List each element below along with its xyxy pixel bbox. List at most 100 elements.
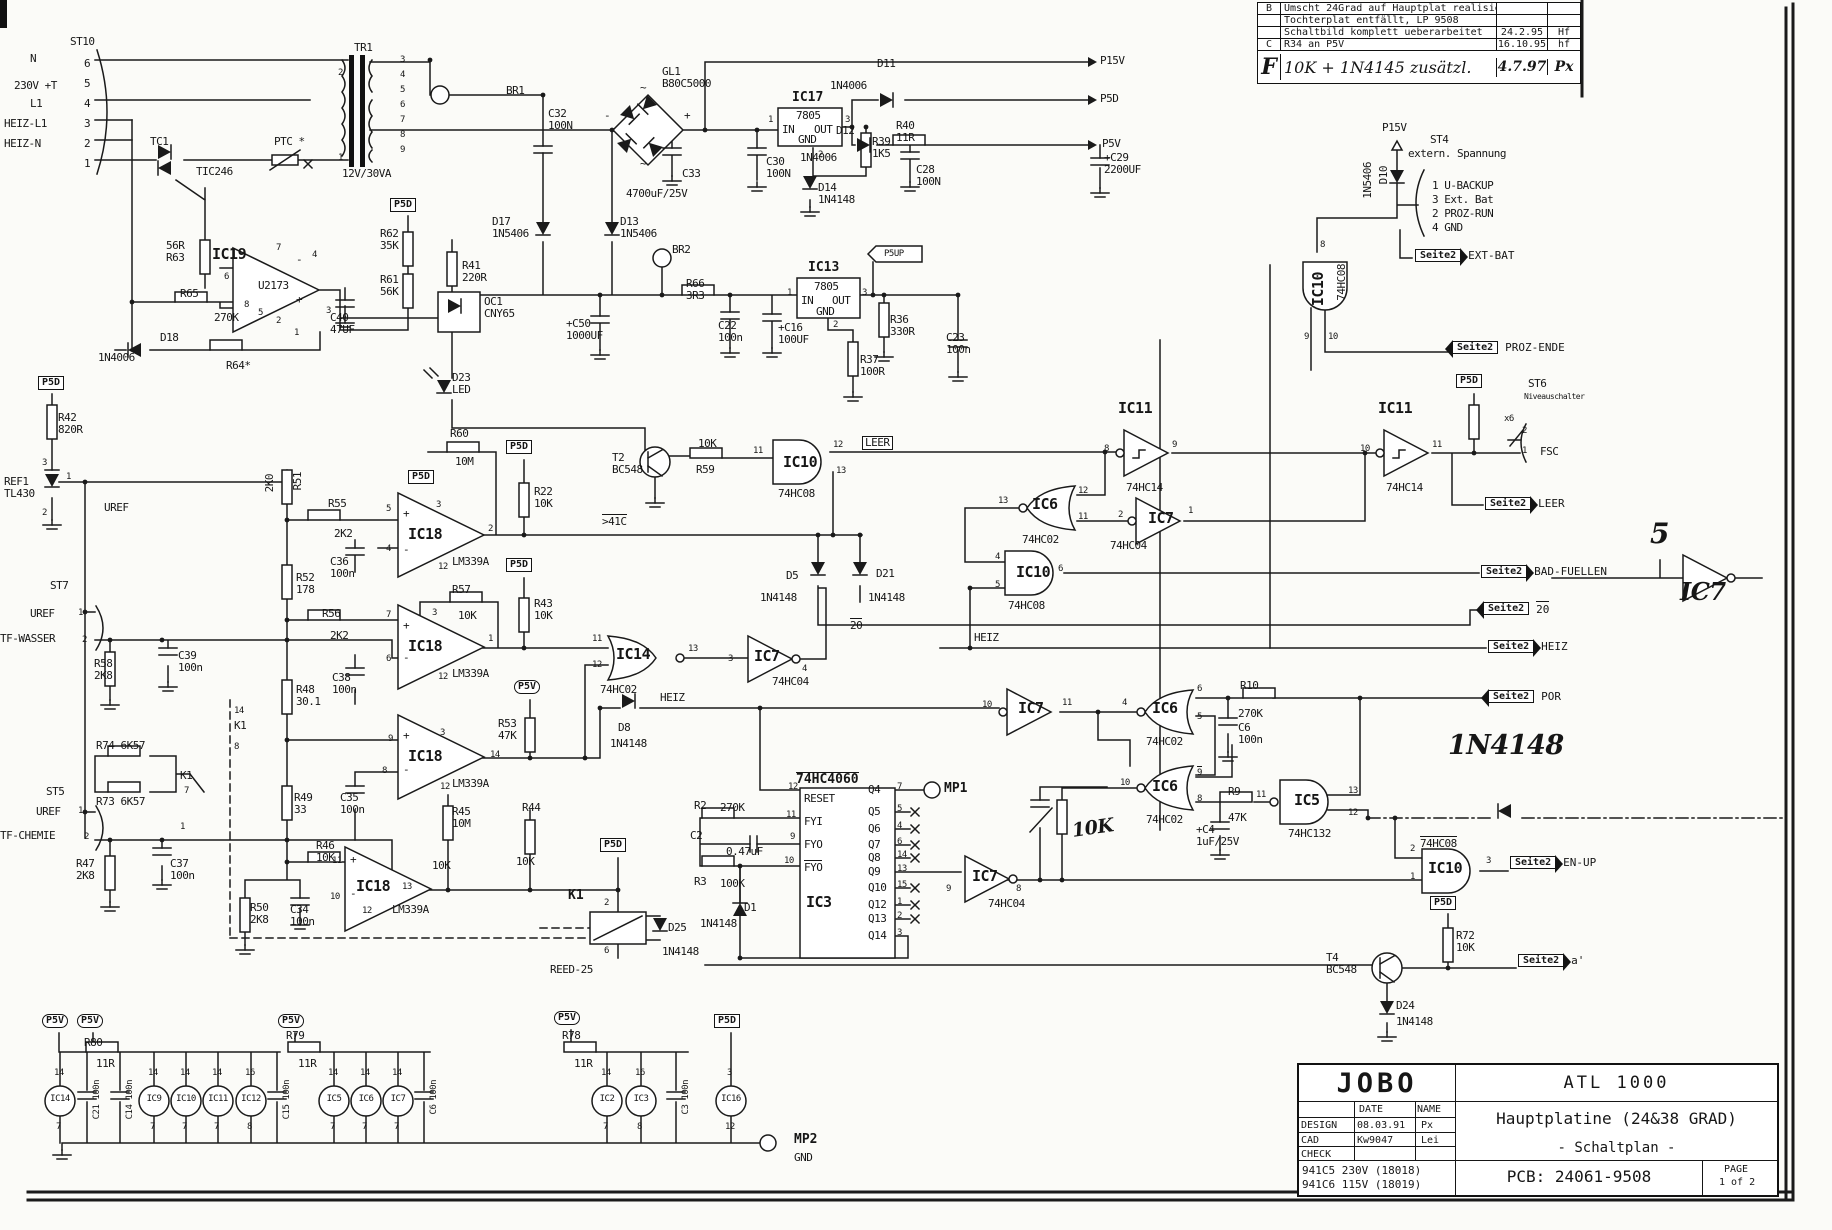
d10-label: D10	[1377, 166, 1390, 185]
tc1-label: TC1	[150, 135, 169, 148]
p5v-flag: P5V	[554, 1011, 581, 1025]
r43-label: R43 10K	[534, 597, 553, 622]
power-arrows	[866, 57, 1097, 263]
ic6b-pin4-label: 4	[1122, 698, 1127, 708]
ic18c-label: IC18	[408, 747, 443, 765]
seite2-signal: POR	[1541, 690, 1561, 703]
c6b-label: C6 100n	[1238, 721, 1263, 746]
rev-desc: 10K + 1N4145 zusätzl.	[1281, 57, 1497, 77]
ic18c-pin9-label: 9	[388, 734, 393, 744]
r61-label: R61 56K	[380, 273, 399, 298]
p5d-flag: P5D	[38, 376, 65, 390]
seite2-leer-flag: Seite2 LEER	[1485, 496, 1565, 515]
bottom-ic-name: IC7	[390, 1094, 406, 1104]
junction-dots	[82, 57, 1477, 971]
q7-label: Q7	[868, 838, 881, 851]
ic10b-pin5-label: 5	[995, 580, 1000, 590]
p15v-right-label: P15V	[1382, 121, 1407, 134]
r49-label: R49 33	[294, 791, 313, 816]
bottom-ic-pin-top: 14	[180, 1068, 190, 1078]
ic5-pin11-label: 11	[1256, 790, 1266, 800]
p5up-flag-label: P5UP	[884, 249, 904, 259]
r47-label: R47 2K8	[76, 857, 95, 882]
divider	[1702, 1160, 1703, 1195]
rev-name: hf	[1557, 39, 1571, 50]
ic10c-pin2-label: 2	[1410, 844, 1415, 854]
hc4060-fyo2-label: FYO	[804, 860, 823, 874]
ic10a-pin12-label: 12	[833, 440, 843, 450]
r55-value-label: 2K2	[334, 527, 353, 540]
ic5-part-label: 74HC132	[1288, 827, 1331, 840]
ic13-gnd-label: GND	[816, 305, 835, 318]
x6-label: x6	[1504, 414, 1514, 424]
st5-label: ST5	[46, 785, 65, 798]
k1-pin6-label: 6	[604, 946, 609, 956]
d14-label: D14 1N4148	[818, 181, 855, 206]
p5d-arrow-label: P5D	[1100, 92, 1119, 105]
ic3-label: IC3	[806, 893, 832, 911]
q12-pin-label: 1	[897, 897, 902, 907]
r59-label: R59	[696, 463, 715, 476]
c6-label: C6 100n	[429, 1080, 439, 1115]
handwritten-ic7-label: IC7	[1680, 577, 1726, 606]
st4-label: ST4	[1430, 133, 1449, 146]
rev-date: 24.2.95	[1497, 27, 1548, 38]
st4-sub-label: extern. Spannung	[1408, 147, 1506, 160]
r44-value-label: 10K	[516, 855, 535, 868]
divider	[1299, 1146, 1455, 1147]
r66-label: R66 3R3	[686, 277, 705, 302]
cad-date: Kw9047	[1357, 1135, 1394, 1146]
d13-label: D13 1N5406	[620, 215, 657, 240]
net-n-label: N	[30, 52, 37, 65]
d23-label: D23 LED	[452, 371, 471, 396]
seite2-a-flag: Seite2 a'	[1518, 953, 1584, 972]
c33-label: C33	[682, 167, 701, 180]
c22-label: C22 100n	[718, 319, 743, 344]
q10-label: Q10	[868, 881, 887, 894]
q6-pin-label: 4	[897, 821, 902, 831]
seite2-signal: EN-UP	[1563, 856, 1597, 869]
c14-label: C14 100n	[125, 1080, 135, 1120]
d10-value-label: 1N5406	[1361, 162, 1374, 199]
seite2-box: Seite2	[1485, 496, 1539, 515]
gl1-label: GL1 B80C5000	[662, 65, 711, 90]
st4-pin4-label: 4 GND	[1432, 221, 1463, 234]
title-block: JOBO ATL 1000 DATE NAME DESIGN 08.03.91 …	[1297, 1063, 1779, 1197]
rev-letter: F	[1258, 54, 1281, 80]
bottom-ic-name: IC5	[326, 1094, 342, 1104]
design-date: 08.03.91	[1357, 1120, 1406, 1131]
q8-label: Q8	[868, 851, 881, 864]
ic19-label: IC19	[212, 245, 247, 263]
st7-pin1-label: 1	[78, 608, 83, 618]
divider	[1299, 1160, 1777, 1161]
ic11a-part-label: 74HC14	[1126, 481, 1163, 494]
ic14-part-label: 74HC02	[600, 683, 637, 696]
r36-label: R36 330R	[890, 313, 915, 338]
seite2-box: Seite2	[1480, 689, 1535, 708]
r65-label: R65	[180, 287, 199, 300]
d5-value-label: 1N4148	[760, 591, 797, 604]
fsc-label: FSC	[1540, 445, 1559, 458]
mp2-label: MP2	[794, 1132, 818, 1147]
bottom-ic-name: IC3	[633, 1094, 649, 1104]
bottom-ic-pin-bottom: 7	[182, 1122, 187, 1132]
p5d-flag: P5D	[390, 198, 417, 212]
r46-label: R46 10K	[316, 839, 335, 864]
ic18b-label: IC18	[408, 637, 443, 655]
st4-pin2-label: 2 PROZ-RUN	[1432, 207, 1494, 220]
net-heiz-n-label: HEIZ-N	[4, 137, 41, 150]
ic19-plus-label: +	[296, 293, 303, 306]
ic17-part-label: 7805	[796, 109, 821, 122]
ic11a-label: IC11	[1118, 399, 1153, 417]
d25-label: D25	[668, 921, 687, 934]
q12-label: Q12	[868, 898, 887, 911]
q13-label: Q13	[868, 912, 887, 925]
ic19-pin6-label: 6	[224, 272, 229, 282]
d17-label: D17 1N5406	[492, 215, 529, 240]
date-header: DATE	[1359, 1104, 1384, 1115]
heiz-net1-label: HEIZ	[660, 691, 685, 704]
rev-letter	[1258, 15, 1281, 26]
ic10d-pin9-label: 9	[1304, 332, 1309, 342]
ref1-label: REF1 TL430	[4, 475, 35, 500]
divider	[1455, 1160, 1456, 1195]
